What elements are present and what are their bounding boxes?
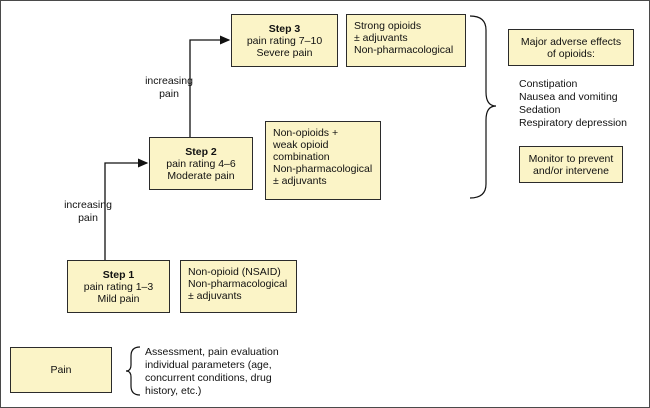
adverse-effect-item: Sedation bbox=[519, 104, 561, 116]
curly-brace-right bbox=[469, 15, 497, 199]
pain-description-line: history, etc.) bbox=[145, 385, 202, 397]
pain-description: Assessment, pain evaluation individual p… bbox=[145, 346, 315, 398]
pain-label: Pain bbox=[50, 364, 72, 376]
step1-severity: Mild pain bbox=[97, 293, 140, 305]
step2-rating: pain rating 4–6 bbox=[166, 158, 236, 170]
arrow-step1-to-step2 bbox=[104, 158, 149, 260]
arrow-label-line: pain bbox=[159, 88, 179, 100]
adverse-effects-list: Constipation Nausea and vomiting Sedatio… bbox=[519, 78, 644, 130]
step1-treatment-line: ± adjuvants bbox=[188, 290, 242, 302]
arrow-label-line: pain bbox=[78, 212, 98, 224]
step3-treatment-line: Non-pharmacological bbox=[354, 44, 454, 56]
curly-brace-left bbox=[125, 346, 141, 396]
adverse-effect-item: Nausea and vomiting bbox=[519, 91, 618, 103]
step2-box: Step 2 pain rating 4–6 Moderate pain bbox=[149, 137, 253, 190]
arrow-step2-to-step3 bbox=[189, 35, 231, 137]
step2-treatment-line: Non-pharmacological bbox=[273, 163, 373, 175]
step1-treatment-line: Non-pharmacological bbox=[188, 278, 288, 290]
step2-title: Step 2 bbox=[185, 146, 217, 158]
adverse-effects-title-line: Major adverse effects bbox=[520, 36, 622, 48]
adverse-effect-item: Constipation bbox=[519, 78, 578, 90]
adverse-effects-title-box: Major adverse effects of opioids: bbox=[508, 29, 634, 66]
step3-rating: pain rating 7–10 bbox=[246, 35, 323, 47]
adverse-effects-title-line: of opioids: bbox=[547, 48, 595, 60]
monitor-box: Monitor to prevent and/or intervene bbox=[519, 146, 623, 183]
step3-box: Step 3 pain rating 7–10 Severe pain bbox=[231, 14, 338, 67]
step2-treatment-line: Non-opioids + bbox=[273, 127, 339, 139]
step3-treatment-line: Strong opioids bbox=[354, 20, 422, 32]
step1-title: Step 1 bbox=[102, 269, 135, 281]
step1-box: Step 1 pain rating 1–3 Mild pain bbox=[67, 260, 170, 313]
step1-treatment-line: Non-opioid (NSAID) bbox=[188, 266, 281, 278]
pain-box: Pain bbox=[10, 347, 112, 393]
adverse-effect-item: Respiratory depression bbox=[519, 117, 627, 129]
step2-severity: Moderate pain bbox=[167, 170, 235, 182]
step2-treatment-box: Non-opioids + weak opioid combination No… bbox=[265, 121, 381, 200]
step1-rating: pain rating 1–3 bbox=[83, 281, 154, 293]
monitor-line: Monitor to prevent bbox=[528, 153, 614, 165]
arrow-label-line: increasing bbox=[64, 199, 112, 211]
pain-description-line: concurrent conditions, drug bbox=[145, 372, 272, 384]
step2-treatment-line: combination bbox=[273, 151, 330, 163]
step3-treatment-line: ± adjuvants bbox=[354, 32, 408, 44]
increasing-pain-label-lower: increasing pain bbox=[55, 199, 121, 225]
pain-description-line: individual parameters (age, bbox=[145, 359, 272, 371]
step3-treatment-box: Strong opioids ± adjuvants Non-pharmacol… bbox=[346, 14, 466, 67]
increasing-pain-label-upper: increasing pain bbox=[136, 75, 202, 101]
monitor-line: and/or intervene bbox=[533, 165, 609, 177]
step1-treatment-box: Non-opioid (NSAID) Non-pharmacological ±… bbox=[180, 260, 297, 313]
arrow-label-line: increasing bbox=[145, 75, 193, 87]
step2-treatment-line: weak opioid bbox=[273, 139, 329, 151]
step3-title: Step 3 bbox=[268, 23, 301, 35]
pain-description-line: Assessment, pain evaluation bbox=[145, 346, 279, 358]
step2-treatment-line: ± adjuvants bbox=[273, 175, 327, 187]
step3-severity: Severe pain bbox=[256, 47, 313, 59]
